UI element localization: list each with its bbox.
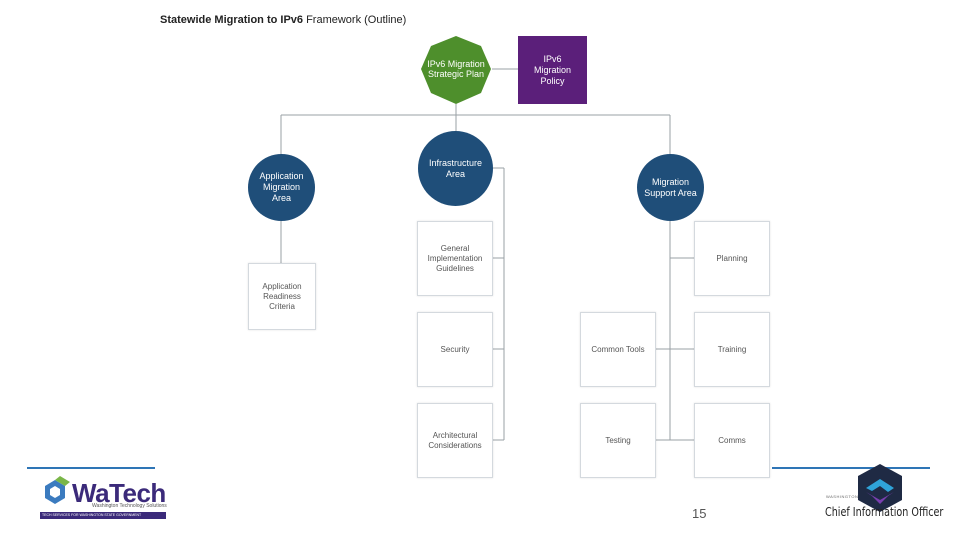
infrastructure-area-label: Infrastructure Area (428, 157, 483, 179)
support-area-circle: Migration Support Area (637, 154, 704, 221)
application-area-circle: Application Migration Area (248, 154, 315, 221)
cio-small-text: WASHINGTON (826, 494, 859, 499)
watech-logo-icon (45, 476, 70, 504)
common-tools-box: Common Tools (580, 312, 656, 387)
application-area-label: Application Migration Area (259, 171, 304, 203)
cio-logo-icon (858, 464, 902, 512)
page-title-rest: Framework (Outline) (303, 14, 407, 26)
strategic-plan-heptagon (421, 36, 491, 104)
support-area-label: Migration Support Area (644, 176, 697, 198)
page-number: 15 (692, 506, 707, 521)
general-guidelines-box: General Implementation Guidelines (417, 221, 493, 296)
architectural-box: Architectural Considerations (417, 403, 493, 478)
watech-subtitle: Washington Technology Solutions (92, 503, 167, 509)
strategic-plan-label: IPv6 Migration Strategic Plan (427, 59, 485, 79)
app-readiness-box: Application Readiness Criteria (248, 263, 316, 330)
watech-logo-text: WaTech (72, 478, 166, 508)
page-title-bold: Statewide Migration to IPv6 (160, 14, 304, 26)
planning-box: Planning (694, 221, 770, 296)
training-box: Training (694, 312, 770, 387)
watech-tagline: TECH SERVICES FOR WASHINGTON STATE GOVER… (42, 513, 142, 517)
page-title: Statewide Migration to IPv6 Framework (O… (160, 14, 406, 26)
testing-box: Testing (580, 403, 656, 478)
infrastructure-area-circle: Infrastructure Area (418, 131, 493, 206)
comms-box: Comms (694, 403, 770, 478)
migration-policy-box: IPv6 Migration Policy (518, 36, 587, 104)
watech-tagline-bar (40, 512, 166, 519)
security-box: Security (417, 312, 493, 387)
cio-logo-text: Chief Information Officer (825, 505, 944, 519)
connector-lines (280, 68, 694, 441)
migration-policy-label: IPv6 Migration Policy (533, 53, 571, 86)
